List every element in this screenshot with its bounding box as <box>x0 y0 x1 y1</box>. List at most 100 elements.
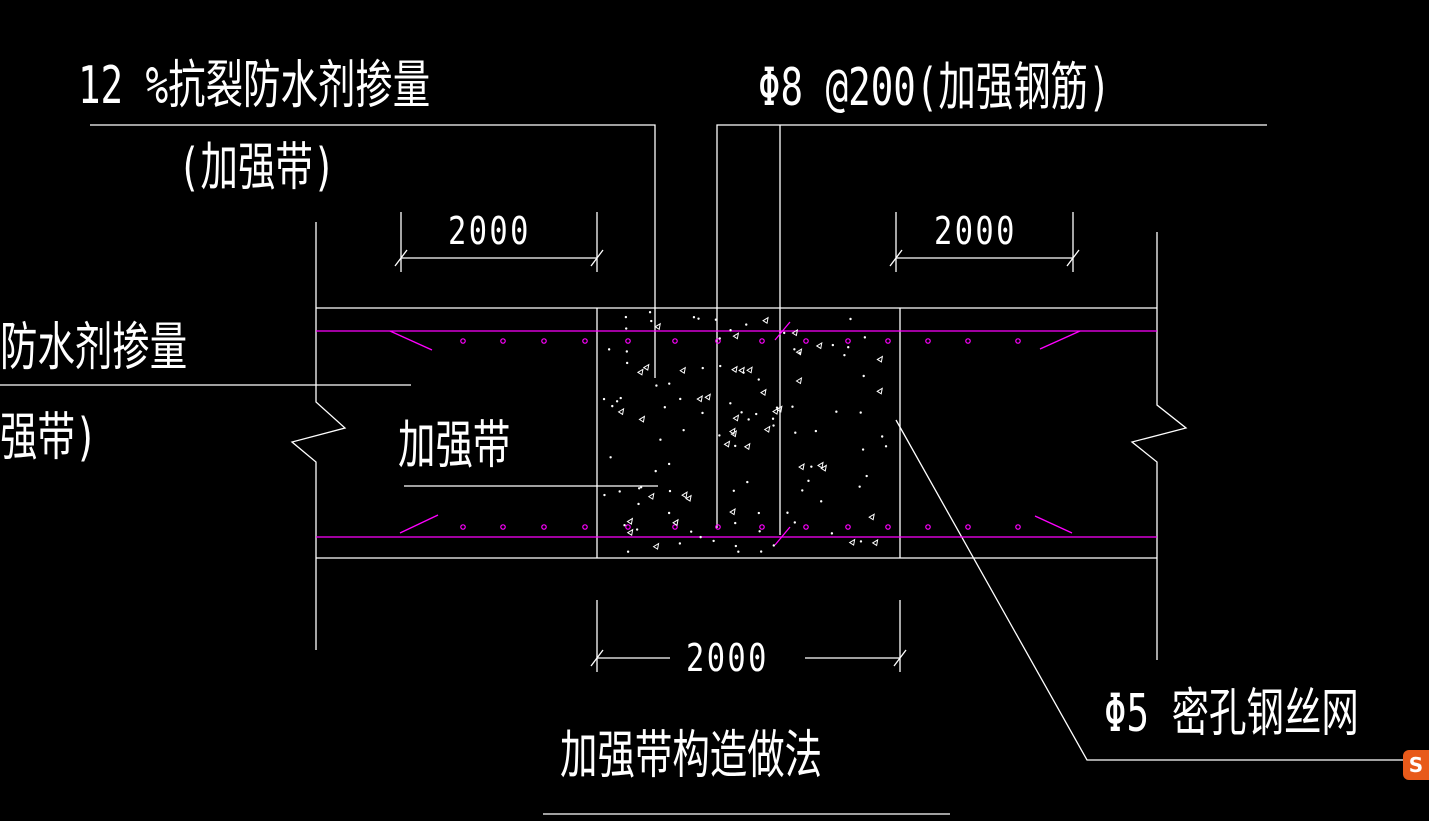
sogou-logo-icon[interactable]: S <box>1403 750 1429 780</box>
aggregate-mark <box>732 332 740 340</box>
aggregate-speck <box>668 382 671 385</box>
rebar-section-dot <box>759 338 765 344</box>
aggregate-speck <box>654 469 657 473</box>
aggregate-speck <box>689 530 693 533</box>
aggregate-mark <box>876 387 883 395</box>
aggregate-speck <box>793 521 797 524</box>
aggregate-speck <box>718 434 721 437</box>
aggregate-mark <box>795 348 803 356</box>
rebar-section-dot <box>925 338 931 344</box>
aggregate-mark <box>732 414 740 422</box>
aggregate-speck <box>835 410 838 413</box>
aggregate-mark <box>775 405 783 413</box>
rebar-section-dot <box>965 524 971 530</box>
aggregate-speck <box>667 462 671 466</box>
aggregate-speck <box>759 550 763 553</box>
aggregate-mark <box>798 463 805 471</box>
aggregate-speck <box>737 550 740 553</box>
aggregate-mark <box>638 415 646 423</box>
aggregate-speck <box>794 431 797 434</box>
leader-top-right <box>716 124 1267 528</box>
aggregate-speck <box>849 317 852 321</box>
rebar-section-dot <box>845 338 851 344</box>
dimension-bottom: 2000 <box>686 636 769 680</box>
aggregate-speck <box>880 435 884 438</box>
aggregate-speck <box>619 396 622 400</box>
aggregate-speck <box>625 327 628 330</box>
rebar-section-dot <box>885 524 891 530</box>
rebar-section-dot <box>582 524 588 530</box>
aggregate-mark <box>672 518 679 527</box>
aggregate-speck <box>655 384 658 387</box>
rebar-section-dot <box>460 524 466 530</box>
aggregate-speck <box>639 485 643 489</box>
aggregate-speck <box>745 323 748 326</box>
aggregate-mark <box>817 461 824 469</box>
mesh-note: Φ5 密孔钢丝网 <box>1104 684 1359 744</box>
aggregate-mark <box>728 427 736 435</box>
aggregate-speck <box>729 329 732 332</box>
rebar-section-dot <box>803 524 809 530</box>
aggregate-speck <box>625 361 629 365</box>
aggregate-mark <box>681 491 688 499</box>
aggregate-speck <box>714 318 718 321</box>
aggregate-speck <box>729 402 732 405</box>
aggregate-speck <box>772 424 775 427</box>
aggregate-speck <box>701 411 704 415</box>
aggregate-mark <box>685 494 692 502</box>
aggregate-mark <box>729 508 736 516</box>
aggregate-speck <box>650 319 653 323</box>
aggregate-mark <box>626 528 634 536</box>
rebar-section-dot <box>715 338 721 344</box>
aggregate-speck <box>635 528 639 531</box>
aggregate-speck <box>611 404 614 408</box>
aggregate-speck <box>786 511 789 514</box>
aggregate-speck <box>757 378 760 381</box>
left-note: 防水剂掺量 <box>0 318 188 378</box>
aggregate-speck <box>719 364 722 368</box>
aggregate-mark <box>679 366 686 374</box>
aggregate-mark <box>731 365 738 373</box>
aggregate-mark <box>723 440 731 448</box>
aggregate-speck <box>624 315 628 319</box>
aggregate-speck <box>810 465 813 468</box>
aggregate-mark <box>871 538 879 547</box>
top-left-note: 12 %抗裂防水剂掺量 <box>78 56 431 116</box>
aggregate-mark <box>738 366 745 374</box>
aggregate-speck <box>793 348 796 351</box>
aggregate-speck <box>819 500 823 503</box>
aggregate-speck <box>732 489 736 493</box>
aggregate-mark <box>617 407 625 416</box>
rebar-section-dot <box>625 338 631 344</box>
aggregate-speck <box>863 336 867 339</box>
right-break-line <box>1130 232 1188 660</box>
aggregate-speck <box>807 479 810 483</box>
aggregate-mark <box>820 464 827 472</box>
aggregate-speck <box>865 474 868 478</box>
dimension-right: 2000 <box>934 209 1017 253</box>
aggregate-speck <box>668 489 672 493</box>
aggregate-speck <box>791 405 794 408</box>
aggregate-speck <box>625 350 629 353</box>
aggregate-speck <box>697 317 700 320</box>
rebar-section-dot <box>672 524 678 530</box>
aggregate-mark <box>746 366 753 374</box>
aggregate-speck <box>858 485 861 488</box>
left-note-sub: 强带) <box>0 408 98 468</box>
aggregate-mark <box>759 388 767 396</box>
drawing-title: 加强带构造做法 <box>560 726 823 786</box>
aggregate-mark <box>791 328 799 337</box>
rebar-section-dot <box>500 524 506 530</box>
aggregate-mark <box>876 355 884 363</box>
rebar-section-dot <box>500 338 506 344</box>
aggregate-speck <box>783 331 786 335</box>
rebar-section-dot <box>1015 338 1021 344</box>
aggregate-speck <box>603 493 606 497</box>
leader-top-left <box>90 124 656 378</box>
aggregate-speck <box>637 487 641 490</box>
aggregate-speck <box>861 448 865 451</box>
aggregate-speck <box>607 348 611 351</box>
aggregate-speck <box>847 346 850 349</box>
aggregate-speck <box>775 406 779 409</box>
aggregate-speck <box>772 544 775 547</box>
